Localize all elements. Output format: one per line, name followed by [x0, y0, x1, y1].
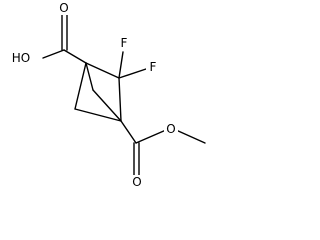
- bond-c4-c3: [74, 108, 122, 122]
- bond-c9-oe: [135, 129, 167, 144]
- atom-label-fluorine-2: F: [150, 60, 157, 74]
- atom-label-carbonyl-oxygen-acid: O: [59, 1, 68, 15]
- structure-diagram: O HO F F O O: [11, 1, 206, 189]
- bond-c1-c2: [85, 62, 120, 79]
- bond-c3-c9: [120, 120, 137, 144]
- bond-c7-oh: [42, 49, 65, 59]
- atom-label-carbonyl-oxygen-ester: O: [132, 175, 141, 189]
- bond-c1-c4: [74, 62, 87, 110]
- atom-label-hydroxyl: HO: [12, 51, 30, 65]
- bond-oe-me: [175, 129, 206, 144]
- atom-label-fluorine-1: F: [121, 36, 128, 50]
- bond-c2-f1: [118, 51, 124, 79]
- bond-c1-c5: [85, 62, 94, 91]
- bond-c1-c7: [63, 49, 87, 64]
- atom-label-ester-oxygen: O: [166, 122, 175, 136]
- bond-c2-c3: [118, 77, 122, 122]
- bond-c2-f2: [118, 68, 147, 79]
- bond-c5-c3: [92, 89, 122, 122]
